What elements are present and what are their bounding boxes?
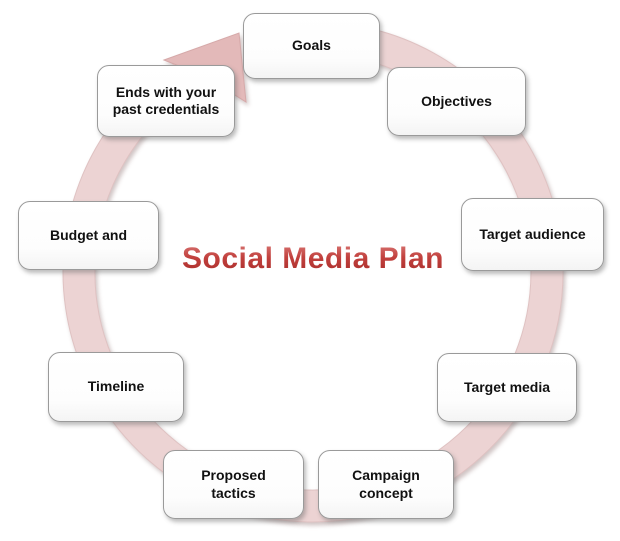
node-proposed-tactics-label: Proposed tactics — [201, 467, 266, 501]
node-campaign-concept-label: Campaign concept — [352, 467, 420, 501]
node-ends-with-past-credentials-label: Ends with your past credentials — [112, 83, 220, 118]
node-target-audience: Target audience — [461, 198, 604, 271]
node-budget-and-label: Budget and — [50, 226, 127, 243]
node-proposed-tactics: Proposed tactics — [163, 450, 304, 519]
node-target-media: Target media — [437, 353, 577, 422]
node-campaign-concept: Campaign concept — [318, 450, 454, 519]
node-target-media-label: Target media — [463, 378, 551, 395]
node-target-audience-label: Target audience — [479, 225, 586, 242]
node-timeline: Timeline — [48, 352, 184, 422]
node-budget-and: Budget and — [18, 201, 159, 270]
node-timeline-label: Timeline — [87, 378, 145, 395]
node-objectives: Objectives — [387, 67, 526, 136]
node-goals-label: Goals — [292, 37, 331, 54]
node-ends-with-past-credentials: Ends with your past credentials — [97, 65, 235, 137]
node-goals: Goals — [243, 13, 380, 79]
node-objectives-label: Objectives — [421, 92, 492, 109]
diagram-title: Social Media Plan — [158, 242, 468, 276]
